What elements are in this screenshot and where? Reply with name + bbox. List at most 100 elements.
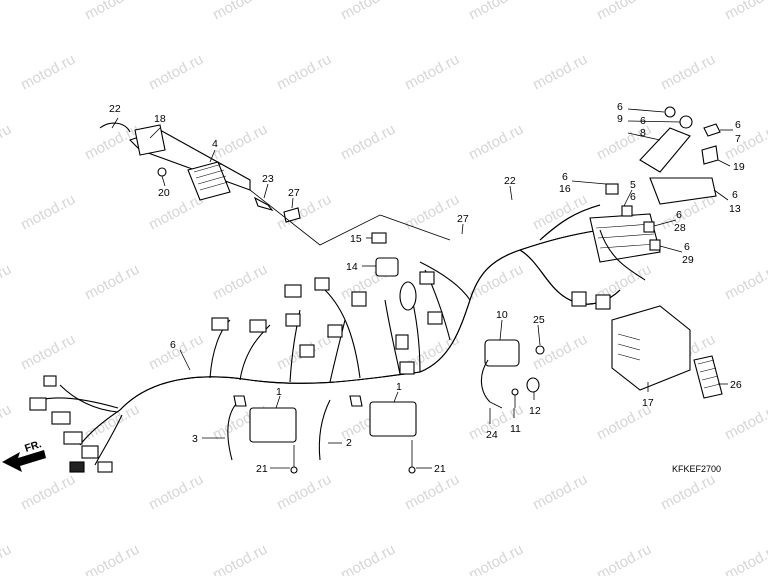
callout-14: 14: [346, 261, 358, 273]
watermark-text: motod.ru: [146, 331, 206, 374]
watermark-text: motod.ru: [402, 51, 462, 94]
callout-1-left: 1: [276, 386, 282, 398]
callout-21-right: 21: [434, 463, 446, 475]
harness-connectors: [211, 271, 443, 375]
callout-7: 7: [735, 133, 741, 145]
watermark-text: motod.ru: [18, 331, 78, 374]
watermark-text: motod.ru: [210, 541, 270, 576]
callout-6-right-1: 6: [735, 119, 741, 131]
watermark-text: motod.ru: [402, 471, 462, 514]
ecu-unit: [611, 305, 723, 399]
watermark-text: motod.ru: [338, 121, 398, 164]
watermark-text: motod.ru: [210, 121, 270, 164]
callout-18: 18: [154, 113, 166, 125]
leader-lines: [111, 108, 733, 469]
callout-4: 4: [212, 138, 218, 150]
callout-6-mid-1: 6: [562, 171, 568, 183]
callout-27-left: 27: [288, 187, 300, 199]
callout-28: 28: [674, 222, 686, 234]
callout-25: 25: [533, 314, 545, 326]
watermark-text: motod.ru: [18, 191, 78, 234]
watermark-text: motod.ru: [338, 541, 398, 576]
callout-6-mid-2: 6: [630, 191, 636, 203]
callout-27-right: 27: [457, 213, 469, 225]
callout-17: 17: [642, 397, 654, 409]
callout-1-right: 1: [396, 381, 402, 393]
callout-9: 9: [617, 113, 623, 125]
watermark-text: motod.ru: [722, 401, 768, 444]
watermark-text: motod.ru: [82, 261, 142, 304]
upper-left-assembly: [99, 122, 451, 246]
callout-29: 29: [682, 254, 694, 266]
watermark-text: motod.ru: [0, 401, 14, 444]
watermark-text: motod.ru: [210, 0, 270, 24]
watermark-text: motod.ru: [0, 541, 14, 576]
callout-10: 10: [496, 309, 508, 321]
watermark-text: motod.ru: [466, 541, 526, 576]
callout-13: 13: [729, 203, 741, 215]
watermark-text: motod.ru: [0, 0, 14, 24]
sensor-assembly: [480, 339, 545, 409]
callout-20: 20: [158, 187, 170, 199]
upper-right-assembly: [571, 106, 721, 310]
watermark-text: motod.ru: [658, 51, 718, 94]
watermark-text: motod.ru: [722, 121, 768, 164]
watermark-text: motod.ru: [210, 261, 270, 304]
direction-label: FR.: [23, 438, 43, 455]
watermark-text: motod.ru: [18, 471, 78, 514]
watermark-text: motod.ru: [466, 261, 526, 304]
callout-labels: 22 18 4 20 23 27 22 27 15 14 6 3 1 1 2 2…: [23, 101, 745, 475]
watermark-text: motod.ru: [530, 51, 590, 94]
watermark-text: motod.ru: [82, 401, 142, 444]
callout-6-mid-4: 6: [684, 241, 690, 253]
callout-21-left: 21: [256, 463, 268, 475]
callout-19: 19: [733, 161, 745, 173]
relay-parts: [371, 232, 417, 311]
callout-6-right-2: 6: [732, 189, 738, 201]
watermark-text: motod.ru: [402, 191, 462, 234]
callout-5: 5: [630, 179, 636, 191]
watermark-text: motod.ru: [594, 0, 654, 24]
callout-6-top-2: 6: [640, 115, 646, 127]
callout-12: 12: [529, 405, 541, 417]
watermark-text: motod.ru: [466, 0, 526, 24]
watermark-text: motod.ru: [146, 191, 206, 234]
callout-23: 23: [262, 173, 274, 185]
watermark-text: motod.ru: [274, 51, 334, 94]
callout-8: 8: [640, 127, 646, 139]
watermark-text: motod.ru: [18, 51, 78, 94]
callout-3: 3: [192, 433, 198, 445]
watermark-text: motod.ru: [466, 121, 526, 164]
watermark-text: motod.ru: [274, 471, 334, 514]
watermark-text: motod.ru: [658, 471, 718, 514]
callout-26: 26: [730, 379, 742, 391]
watermark-text: motod.ru: [722, 0, 768, 24]
watermark-text: motod.ru: [338, 0, 398, 24]
watermark-text: motod.ru: [274, 191, 334, 234]
callout-16: 16: [559, 183, 571, 195]
callout-15: 15: [350, 233, 362, 245]
watermark-text: motod.ru: [146, 51, 206, 94]
watermark-text: motod.ru: [82, 0, 142, 24]
callout-6-top-1: 6: [617, 101, 623, 113]
watermark-text: motod.ru: [530, 471, 590, 514]
front-direction-indicator: [2, 450, 46, 472]
callout-22-right: 22: [504, 175, 516, 187]
watermark-text: motod.ru: [82, 541, 142, 576]
front-connectors: [29, 375, 113, 473]
watermark-text: motod.ru: [722, 541, 768, 576]
ignition-coils: [227, 395, 417, 474]
watermark-text: motod.ru: [594, 541, 654, 576]
callout-24: 24: [486, 429, 498, 441]
callout-11: 11: [510, 423, 521, 435]
watermark-text: motod.ru: [722, 261, 768, 304]
watermark-text: motod.ru: [0, 261, 14, 304]
callout-6-mid-3: 6: [676, 209, 682, 221]
watermark-text: motod.ru: [146, 471, 206, 514]
callout-2: 2: [346, 437, 352, 449]
diagram-code: KFKEF2700: [672, 464, 721, 474]
watermark-text: motod.ru: [0, 121, 14, 164]
